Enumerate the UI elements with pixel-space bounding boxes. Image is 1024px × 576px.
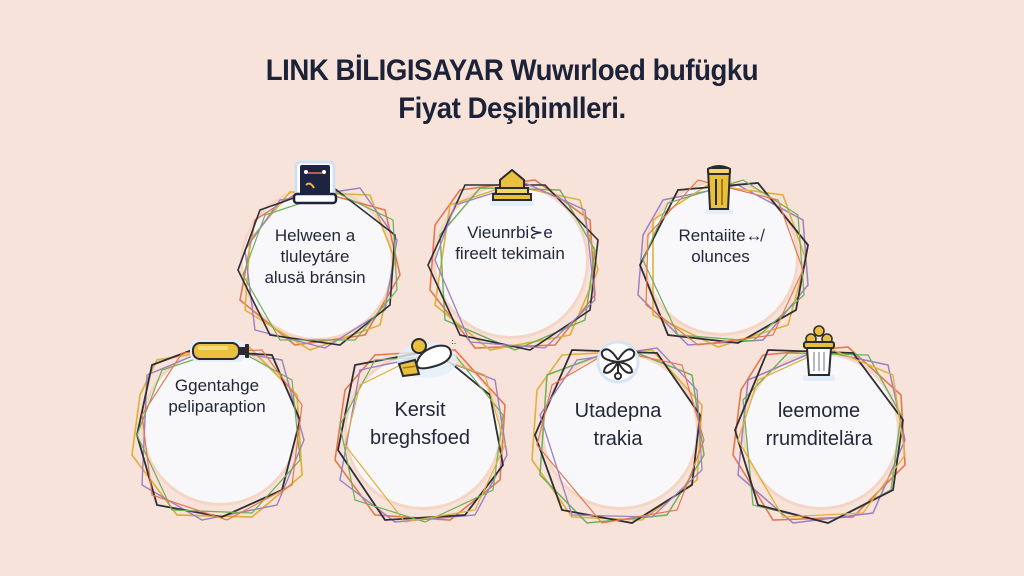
page-title: LINK BİLIGISAYAR Wuwırloed bufügku Fiyat… (41, 52, 983, 128)
trophy-jar-icon (799, 325, 839, 383)
card-label-line: rrumditelära (765, 428, 873, 450)
card-label-line: Kersit (394, 399, 446, 421)
card-label: Ggentahge peliparaption (132, 375, 302, 417)
card-label-line: olunces (691, 247, 750, 266)
feature-card-7: leemome rrumditelära (732, 325, 906, 525)
card-label-line: tluleytáre (280, 247, 350, 266)
feature-card-6: Utadepna trakia (531, 340, 705, 525)
feature-card-2: Vieunrbi⊱e fireelt tekimain (427, 168, 599, 351)
card-label-line: trakia (593, 428, 643, 450)
feature-card-3: Rentaiite↮ olunces (637, 165, 809, 348)
card-label-line: peliparaption (168, 397, 266, 416)
card-label: Helween a tluleytáre alusä bránsin (235, 225, 395, 288)
svg-text::.: :. (451, 337, 456, 346)
card-label-line: breghsfoed (369, 427, 471, 449)
feature-card-5: :. Kersit breghsfoed (334, 337, 508, 525)
card-disc (144, 351, 296, 503)
card-label-line: Rentaiite↮ (678, 226, 763, 245)
rocket-character-icon: :. (397, 334, 459, 380)
card-label-line: Ggentahge (174, 376, 260, 395)
card-label-line: fireelt tekimain (455, 244, 565, 263)
card-label-line: Vieunrbi⊱e (467, 223, 553, 242)
title-line-2: Fiyat Deşiḫimlleri. (398, 92, 626, 125)
golden-cup-icon (704, 163, 734, 215)
card-label: leemome rrumditelära (733, 397, 905, 453)
temple-building-icon (490, 168, 534, 208)
card-label: Vieunrbi⊱e fireelt tekimain (430, 222, 590, 264)
card-label-line: Helween a (274, 226, 356, 245)
card-label-line: Utadepna (574, 400, 662, 422)
card-label-line: leemome (777, 400, 861, 422)
flower-icon (596, 340, 640, 384)
card-label: Rentaiite↮ olunces (638, 225, 803, 267)
battery-capsule-icon (190, 339, 252, 363)
card-label-line: alusä bránsin (264, 268, 366, 287)
feature-card-4: Ggentahge peliparaption (131, 340, 305, 521)
laptop-screen-icon (290, 160, 340, 210)
card-label: Kersit breghsfoed (335, 396, 505, 452)
feature-card-1: Helween a tluleytáre alusä bránsin (235, 160, 401, 351)
card-label: Utadepna trakia (532, 397, 704, 453)
title-line-1: LINK BİLIGISAYAR Wuwırloed bufügku (265, 54, 759, 87)
